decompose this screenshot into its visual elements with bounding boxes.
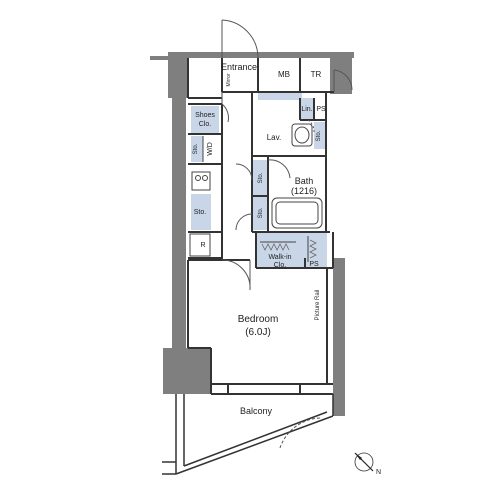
label-bath: Bath: [295, 176, 314, 186]
label-balcony: Balcony: [240, 406, 273, 416]
walkin-hangers: [261, 239, 317, 259]
label-tr: TR: [311, 70, 322, 79]
label-bedroom-size: (6.0J): [245, 327, 271, 338]
label-walkin-1: Walk-in: [268, 254, 291, 261]
label-mirror: Mirror: [226, 73, 232, 86]
label-sto-kitchen: Sto.: [194, 209, 207, 216]
label-picture-rail: Picture Rail: [315, 290, 321, 321]
label-lin: Lin.: [301, 106, 312, 113]
label-shoes-1: Shoes: [195, 112, 215, 119]
label-sto-left: Sto.: [193, 143, 199, 154]
label-lav: Lav.: [267, 133, 282, 142]
label-walkin-2: Clo.: [274, 262, 287, 269]
label-ps-top: PS: [316, 106, 326, 113]
label-sto-lav: Sto.: [316, 130, 322, 141]
structural-walls: [150, 52, 354, 416]
door-swings: [221, 19, 353, 449]
fixtures: [189, 92, 323, 262]
storage-shading: [191, 92, 327, 268]
label-sto-mid1: Sto.: [258, 172, 264, 183]
label-wd: W/D: [207, 142, 214, 156]
balcony-outline: [162, 394, 334, 475]
label-shoes-2: Clo.: [199, 121, 212, 128]
label-mb: MB: [278, 70, 290, 79]
north-arrow-icon: N: [354, 452, 381, 476]
label-fridge: R: [200, 242, 205, 249]
room-labels: Entrance Mirror MB TR Lin. PS Lav. Sto. …: [193, 62, 326, 416]
compass-label: N: [376, 469, 381, 476]
label-sto-mid2: Sto.: [258, 207, 264, 218]
label-entrance: Entrance: [221, 62, 257, 72]
interior-walls: [187, 58, 334, 395]
label-ps-bottom: PS: [309, 261, 319, 268]
label-bedroom: Bedroom: [238, 314, 279, 325]
label-bath-size: (1216): [291, 186, 317, 196]
